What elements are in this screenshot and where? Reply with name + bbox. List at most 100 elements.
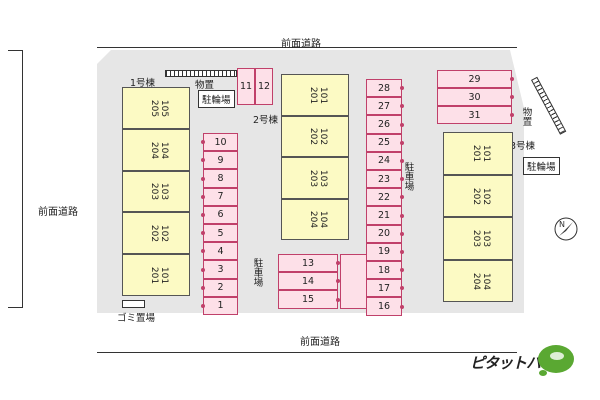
room-number: 104	[159, 141, 170, 159]
parking-marker	[400, 249, 404, 254]
parking-space-16: 16	[366, 297, 402, 316]
parking-marker	[400, 231, 404, 236]
room-number: 102	[159, 225, 170, 243]
storage-right-label: 物置	[520, 107, 532, 126]
parking-space-17: 17	[366, 279, 402, 298]
room-number: 103	[318, 169, 329, 187]
room-number: 104	[318, 211, 329, 229]
parking-space-14: 14	[278, 272, 338, 291]
parking-space-5: 5	[203, 224, 238, 243]
room-number: 101	[481, 145, 492, 163]
room-number: 204	[308, 211, 319, 229]
parking-marker	[201, 158, 205, 163]
parking-space-6: 6	[203, 205, 238, 224]
brand-logo-icon	[535, 343, 575, 379]
parking-space-1: 1	[203, 296, 238, 315]
room-number: 204	[471, 272, 482, 290]
room-number: 202	[308, 128, 319, 146]
road-label-bottom: 前面道路	[300, 337, 340, 348]
storage-right-hatch	[531, 76, 567, 135]
parking-space-19: 19	[366, 242, 402, 261]
building-2-label: 2号棟	[253, 115, 279, 126]
parking-space-24: 24	[366, 151, 402, 170]
room-number: 201	[471, 145, 482, 163]
parking-marker	[510, 77, 514, 81]
parking-marker	[400, 86, 404, 91]
garbage-box	[122, 300, 145, 308]
parking-space-26: 26	[366, 115, 402, 134]
road-label-left: 前面道路	[38, 207, 78, 218]
compass-n-label: N	[559, 220, 565, 229]
room-number: 201	[149, 266, 160, 285]
parking-space-10: 10	[203, 133, 238, 152]
storage-left-hatch	[165, 70, 237, 77]
garbage-label: ゴミ置場	[117, 313, 156, 324]
parking-space-4: 4	[203, 242, 238, 261]
parking-marker	[510, 113, 514, 117]
parking-space-9: 9	[203, 151, 238, 170]
bike-parking-left: 駐輪場	[198, 90, 235, 108]
parking-marker	[336, 297, 340, 302]
parking-space-18: 18	[366, 261, 402, 280]
parking-label-right: 駐車場	[402, 162, 414, 191]
room-number: 103	[481, 230, 492, 248]
parking-marker	[201, 194, 205, 199]
parking-marker	[201, 176, 205, 181]
parking-marker	[201, 303, 205, 308]
road-left-line	[22, 50, 23, 308]
storage-left-label: 物置	[195, 80, 215, 91]
parking-marker	[336, 279, 340, 284]
parking-marker	[201, 267, 205, 272]
road-top-line	[97, 47, 517, 48]
room-number: 203	[308, 169, 319, 187]
room-number: 102	[318, 128, 329, 146]
room-number: 202	[149, 225, 160, 243]
parking-marker	[400, 158, 404, 163]
bike-parking-right: 駐輪場	[523, 157, 560, 175]
room-number: 205	[149, 99, 160, 117]
parking-space-31: 31	[437, 106, 512, 124]
parking-marker	[400, 286, 404, 291]
parking-space-15: 15	[278, 290, 338, 309]
parking-space-3: 3	[203, 260, 238, 279]
parking-marker	[201, 285, 205, 290]
parking-marker	[510, 95, 514, 99]
parking-marker	[400, 140, 404, 145]
parking-marker	[400, 104, 404, 109]
room-number: 101	[159, 266, 170, 285]
parking-space-30: 30	[437, 88, 512, 106]
parking-marker	[400, 304, 404, 309]
parking-space-23: 23	[366, 170, 402, 189]
parking-marker	[201, 231, 205, 236]
parking-space-20: 20	[366, 224, 402, 243]
room-number: 102	[481, 187, 492, 205]
parking-space-29: 29	[437, 70, 512, 88]
room-number: 101	[318, 86, 329, 104]
building-1-label: 1号棟	[130, 78, 156, 89]
parking-space-8: 8	[203, 169, 238, 188]
parking-marker	[201, 249, 205, 254]
road-left-tick-top	[8, 50, 23, 51]
room-number: 103	[159, 183, 170, 201]
parking-space-11: 11	[237, 68, 255, 105]
parking-space-28: 28	[366, 79, 402, 98]
parking-space-13: 13	[278, 254, 338, 273]
parking-space-7: 7	[203, 187, 238, 206]
parking-marker	[400, 268, 404, 273]
room-number: 104	[481, 272, 492, 290]
parking-marker	[400, 195, 404, 200]
road-left-tick-bottom	[8, 307, 23, 308]
parking-space-	[340, 254, 367, 309]
parking-marker	[201, 212, 205, 217]
parking-marker	[400, 177, 404, 182]
parking-space-25: 25	[366, 133, 402, 152]
